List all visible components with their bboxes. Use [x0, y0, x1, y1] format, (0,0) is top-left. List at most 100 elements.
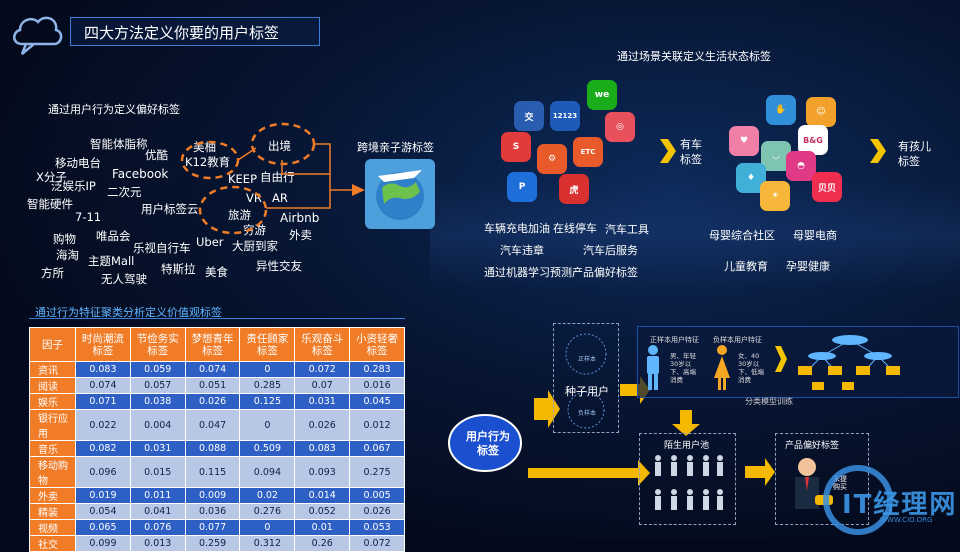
map-icon: ◎ [605, 112, 635, 142]
globe-plane-icon [365, 159, 435, 229]
12123-icon: 12123 [550, 101, 580, 131]
table-cell: 0.276 [239, 503, 296, 520]
user-tag-bubble [448, 414, 522, 472]
tag-word: 特斯拉 [161, 262, 196, 276]
table-cell: 0.099 [75, 535, 131, 552]
section-underline [29, 318, 405, 319]
table-header-row: 因子 时尚潮流 标签 节俭务实 标签 梦想青年 标签 责任顾家 标签 乐观奋斗 … [29, 327, 405, 362]
child-tag-label: 有孩儿 标签 [898, 140, 931, 168]
row-factor: 外卖 [29, 487, 76, 504]
table-cell: 0.088 [184, 440, 241, 457]
row-factor: 音乐 [29, 440, 76, 457]
tag-word: 出境 [268, 139, 291, 153]
table-cell: 0.115 [184, 456, 241, 488]
car-item: 在线停车 [553, 222, 597, 235]
tag-word: 外卖 [289, 228, 312, 242]
table-cell: 0.074 [75, 377, 131, 394]
user-tag-label: 用户行为 标签 [466, 430, 510, 457]
tag-word: 唯品会 [96, 229, 131, 243]
we-icon: we [587, 80, 617, 110]
table-cell: 0.016 [349, 377, 405, 394]
table-cell: 0.082 [75, 440, 131, 457]
table-cell: 0.011 [129, 487, 186, 504]
seed-negative-label: 负样本 [578, 410, 597, 417]
stranger-pool-label: 陌生用户池 [664, 441, 710, 451]
training-box [637, 326, 959, 398]
tag-word: 主题Mall [88, 254, 135, 268]
tag-word: 用户标签云 [141, 202, 199, 216]
table-cell: 0.01 [294, 519, 351, 536]
table-cell: 0.067 [349, 440, 405, 457]
table-cell: 0.02 [239, 487, 296, 504]
row-factor: 视频 [29, 519, 76, 536]
chevron-right-icon [775, 346, 787, 372]
column-header: 时尚潮流 标签 [75, 327, 131, 362]
lion-app-icon: ☀ [760, 181, 790, 211]
table-cell: 0.041 [129, 503, 186, 520]
tag-word: 旅游 [228, 208, 251, 222]
row-factor: 娱乐 [29, 393, 76, 410]
table-cell: 0.083 [75, 361, 131, 378]
row-factor: 银行应用 [29, 409, 76, 441]
row-factor: 资讯 [29, 361, 76, 378]
car-item: 车辆充电加油 [484, 222, 550, 235]
row-factor: 阅读 [29, 377, 76, 394]
column-header: 节俭务实 标签 [129, 327, 186, 362]
row-factor: 社交 [29, 535, 76, 552]
tag-word: 泛娱乐IP [51, 179, 96, 193]
product-pref-box [775, 433, 869, 525]
table-cell: 0.026 [349, 503, 405, 520]
car-item: 汽车违章 [500, 244, 544, 257]
column-header: 乐观奋斗 标签 [294, 327, 351, 362]
etcp-icon: P [507, 172, 537, 202]
table-cell: 0.059 [129, 361, 186, 378]
tag-word: 乐视自行车 [133, 241, 191, 255]
male-person-icon [647, 345, 659, 390]
table-cell: 0.057 [129, 377, 186, 394]
child-item: 孕婴健康 [786, 260, 830, 273]
table-cell: 0.051 [184, 377, 241, 394]
negative-feature-label: 负样本用户特征 [713, 336, 762, 344]
child-item: 儿童教育 [724, 260, 768, 273]
table-cell: 0.083 [294, 440, 351, 457]
table-cell: 0.093 [294, 456, 351, 488]
child-item: 母婴电商 [793, 229, 837, 242]
table-cell: 0.005 [349, 487, 405, 504]
table-cell: 0.036 [184, 503, 241, 520]
police-icon: 交 [514, 101, 544, 131]
table-cell: 0.065 [75, 519, 131, 536]
tag-word: 购物 [53, 232, 76, 246]
page-title: 四大方法定义你要的用户标签 [84, 24, 280, 42]
row-factor: 移动购物 [29, 456, 76, 488]
tag-word: AR [272, 191, 288, 205]
tag-word: 方所 [41, 266, 64, 280]
negative-feature-desc: 女、40 30岁以 下、低端 消费 [738, 352, 764, 384]
tag-word: 穷游 [243, 223, 266, 237]
bg-app-icon: B&G [798, 125, 828, 155]
behavior-section-label: 通过用户行为定义偏好标签 [48, 103, 180, 116]
pink-app-icon: ◓ [786, 151, 816, 181]
seed-user-label: 种子用户 [565, 385, 609, 398]
car-item: 汽车后服务 [583, 244, 638, 257]
table-cell: 0.074 [184, 361, 241, 378]
female-person-icon [714, 345, 730, 390]
table-cell: 0.07 [294, 377, 351, 394]
table-cell: 0.283 [349, 361, 405, 378]
table-cell: 0.047 [184, 409, 241, 441]
table-cell: 0.031 [294, 393, 351, 410]
cat-app-icon: ☺ [806, 97, 836, 127]
table-cell: 0.038 [129, 393, 186, 410]
tag-word: 无人驾驶 [101, 272, 147, 286]
cloud-icon [13, 16, 63, 55]
product-pref-label: 产品偏好标签 [785, 441, 840, 451]
table-cell: 0.053 [349, 519, 405, 536]
table-cell: 0 [239, 409, 296, 441]
